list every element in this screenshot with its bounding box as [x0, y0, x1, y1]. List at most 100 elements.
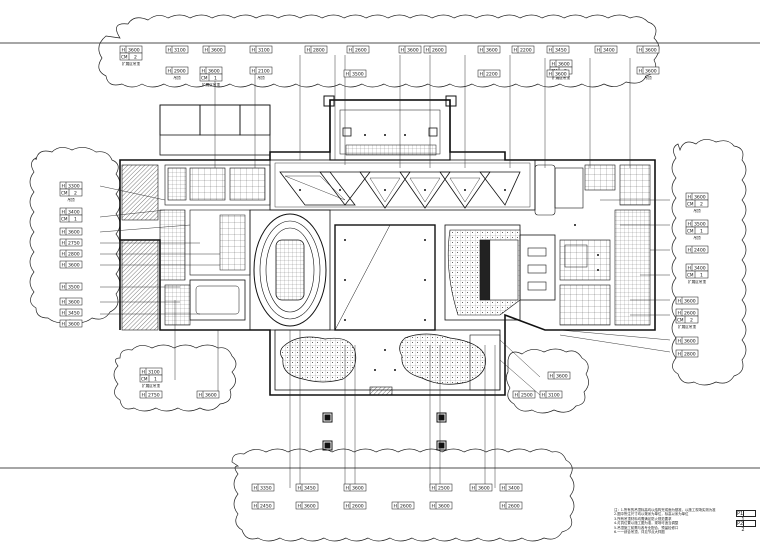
- tag-height-value: 3600: [68, 262, 80, 268]
- tag-cm-label: CM: [121, 54, 128, 59]
- tag-caption: 扩展区吊顶: [552, 75, 570, 80]
- tag-height-value: 2600: [355, 47, 367, 53]
- tag-h-label: H: [678, 338, 681, 344]
- tag-h-label: H: [688, 247, 691, 253]
- tag-h-label: H: [254, 485, 257, 491]
- tag-height-value: 3600: [407, 47, 419, 53]
- tag-h-label: H: [62, 262, 65, 268]
- tag-height-value: 3600: [205, 392, 217, 398]
- tag-caption: 扩展区吊顶: [678, 324, 696, 329]
- tag-h-label: H: [122, 47, 125, 53]
- tag-height-value: 2800: [684, 351, 696, 357]
- tag-h-label: H: [142, 392, 145, 398]
- upper-left-rooms: [164, 164, 271, 206]
- tag-height-value: 3600: [684, 338, 696, 344]
- tag-h-label: H: [549, 47, 552, 53]
- tag-height-value: 3450: [68, 310, 80, 316]
- tag-cm-number: 2: [134, 54, 137, 60]
- tag-h-label: H: [678, 298, 681, 304]
- tag-height-value: 2600: [400, 503, 412, 509]
- tag-h-label: H: [346, 503, 349, 509]
- tag-h-label: H: [515, 392, 518, 398]
- tag-height-value: 3100: [174, 47, 186, 53]
- sheet-ref-2: P22: [736, 520, 756, 533]
- tag-height-value: 2500: [521, 392, 533, 398]
- tag-h-label: H: [62, 310, 65, 316]
- tag-height-value: 2900: [174, 68, 186, 74]
- tag-height-value: 2800: [68, 251, 80, 257]
- tag-height-value: 2600: [508, 503, 520, 509]
- tag-height-value: 2750: [148, 392, 160, 398]
- note-line: 6.一一综合吊顶，详见节点大样图: [614, 530, 665, 535]
- tag-h-label: H: [349, 47, 352, 53]
- tag-h-label: H: [542, 392, 545, 398]
- tag-h-label: H: [346, 485, 349, 491]
- tag-caption: 扩展区吊顶: [142, 383, 160, 388]
- tag-h-label: H: [199, 392, 202, 398]
- tag-h-label: H: [432, 503, 435, 509]
- tag-height-value: 3600: [352, 485, 364, 491]
- tag-height-value: 2200: [486, 71, 498, 77]
- tag-cm-label: CM: [687, 272, 694, 277]
- tag-height-value: 2200: [520, 47, 532, 53]
- tag-h-label: H: [550, 373, 553, 379]
- tag-height-value: 3350: [260, 485, 272, 491]
- tag-height-value: 3600: [645, 47, 657, 53]
- tag-height-value: 3600: [555, 71, 567, 77]
- tag-caption: 吊顶: [693, 208, 701, 213]
- tag-caption: 吊顶: [257, 75, 265, 80]
- tag-cm-label: CM: [687, 201, 694, 206]
- note-line: 3.所有吊顶材料均需满足防火规范要求: [614, 516, 672, 521]
- cloud-lower-left: [113, 344, 237, 412]
- cloud-right: [671, 139, 747, 386]
- tag-height-value: 3100: [548, 392, 560, 398]
- tag-h-label: H: [62, 209, 65, 215]
- tag-cm-number: 1: [700, 228, 703, 234]
- tag-h-label: H: [480, 47, 483, 53]
- tag-cm-number: 1: [74, 216, 77, 222]
- tag-height-value: 3600: [68, 229, 80, 235]
- sheet-ref-label: P1: [737, 511, 744, 517]
- tag-cm-label: CM: [201, 75, 208, 80]
- tag-cm-number: 2: [700, 201, 703, 207]
- cloud-lower-right: [506, 348, 589, 414]
- tag-cm-label: CM: [61, 190, 68, 195]
- tag-h-label: H: [252, 47, 255, 53]
- top-annex: [323, 95, 457, 161]
- tag-height-value: 3600: [558, 61, 570, 67]
- tag-h-label: H: [252, 68, 255, 74]
- tag-h-label: H: [549, 71, 552, 77]
- tag-height-value: 3400: [694, 265, 706, 271]
- tag-height-value: 3450: [555, 47, 567, 53]
- tag-cm-label: CM: [687, 228, 694, 233]
- tag-h-label: H: [202, 68, 205, 74]
- tag-leader-lines: [99, 55, 671, 488]
- tag-h-label: H: [62, 321, 65, 327]
- tag-h-label: H: [62, 183, 65, 189]
- tag-height-value: 3600: [128, 47, 140, 53]
- tag-height-value: 2800: [313, 47, 325, 53]
- tag-h-label: H: [426, 47, 429, 53]
